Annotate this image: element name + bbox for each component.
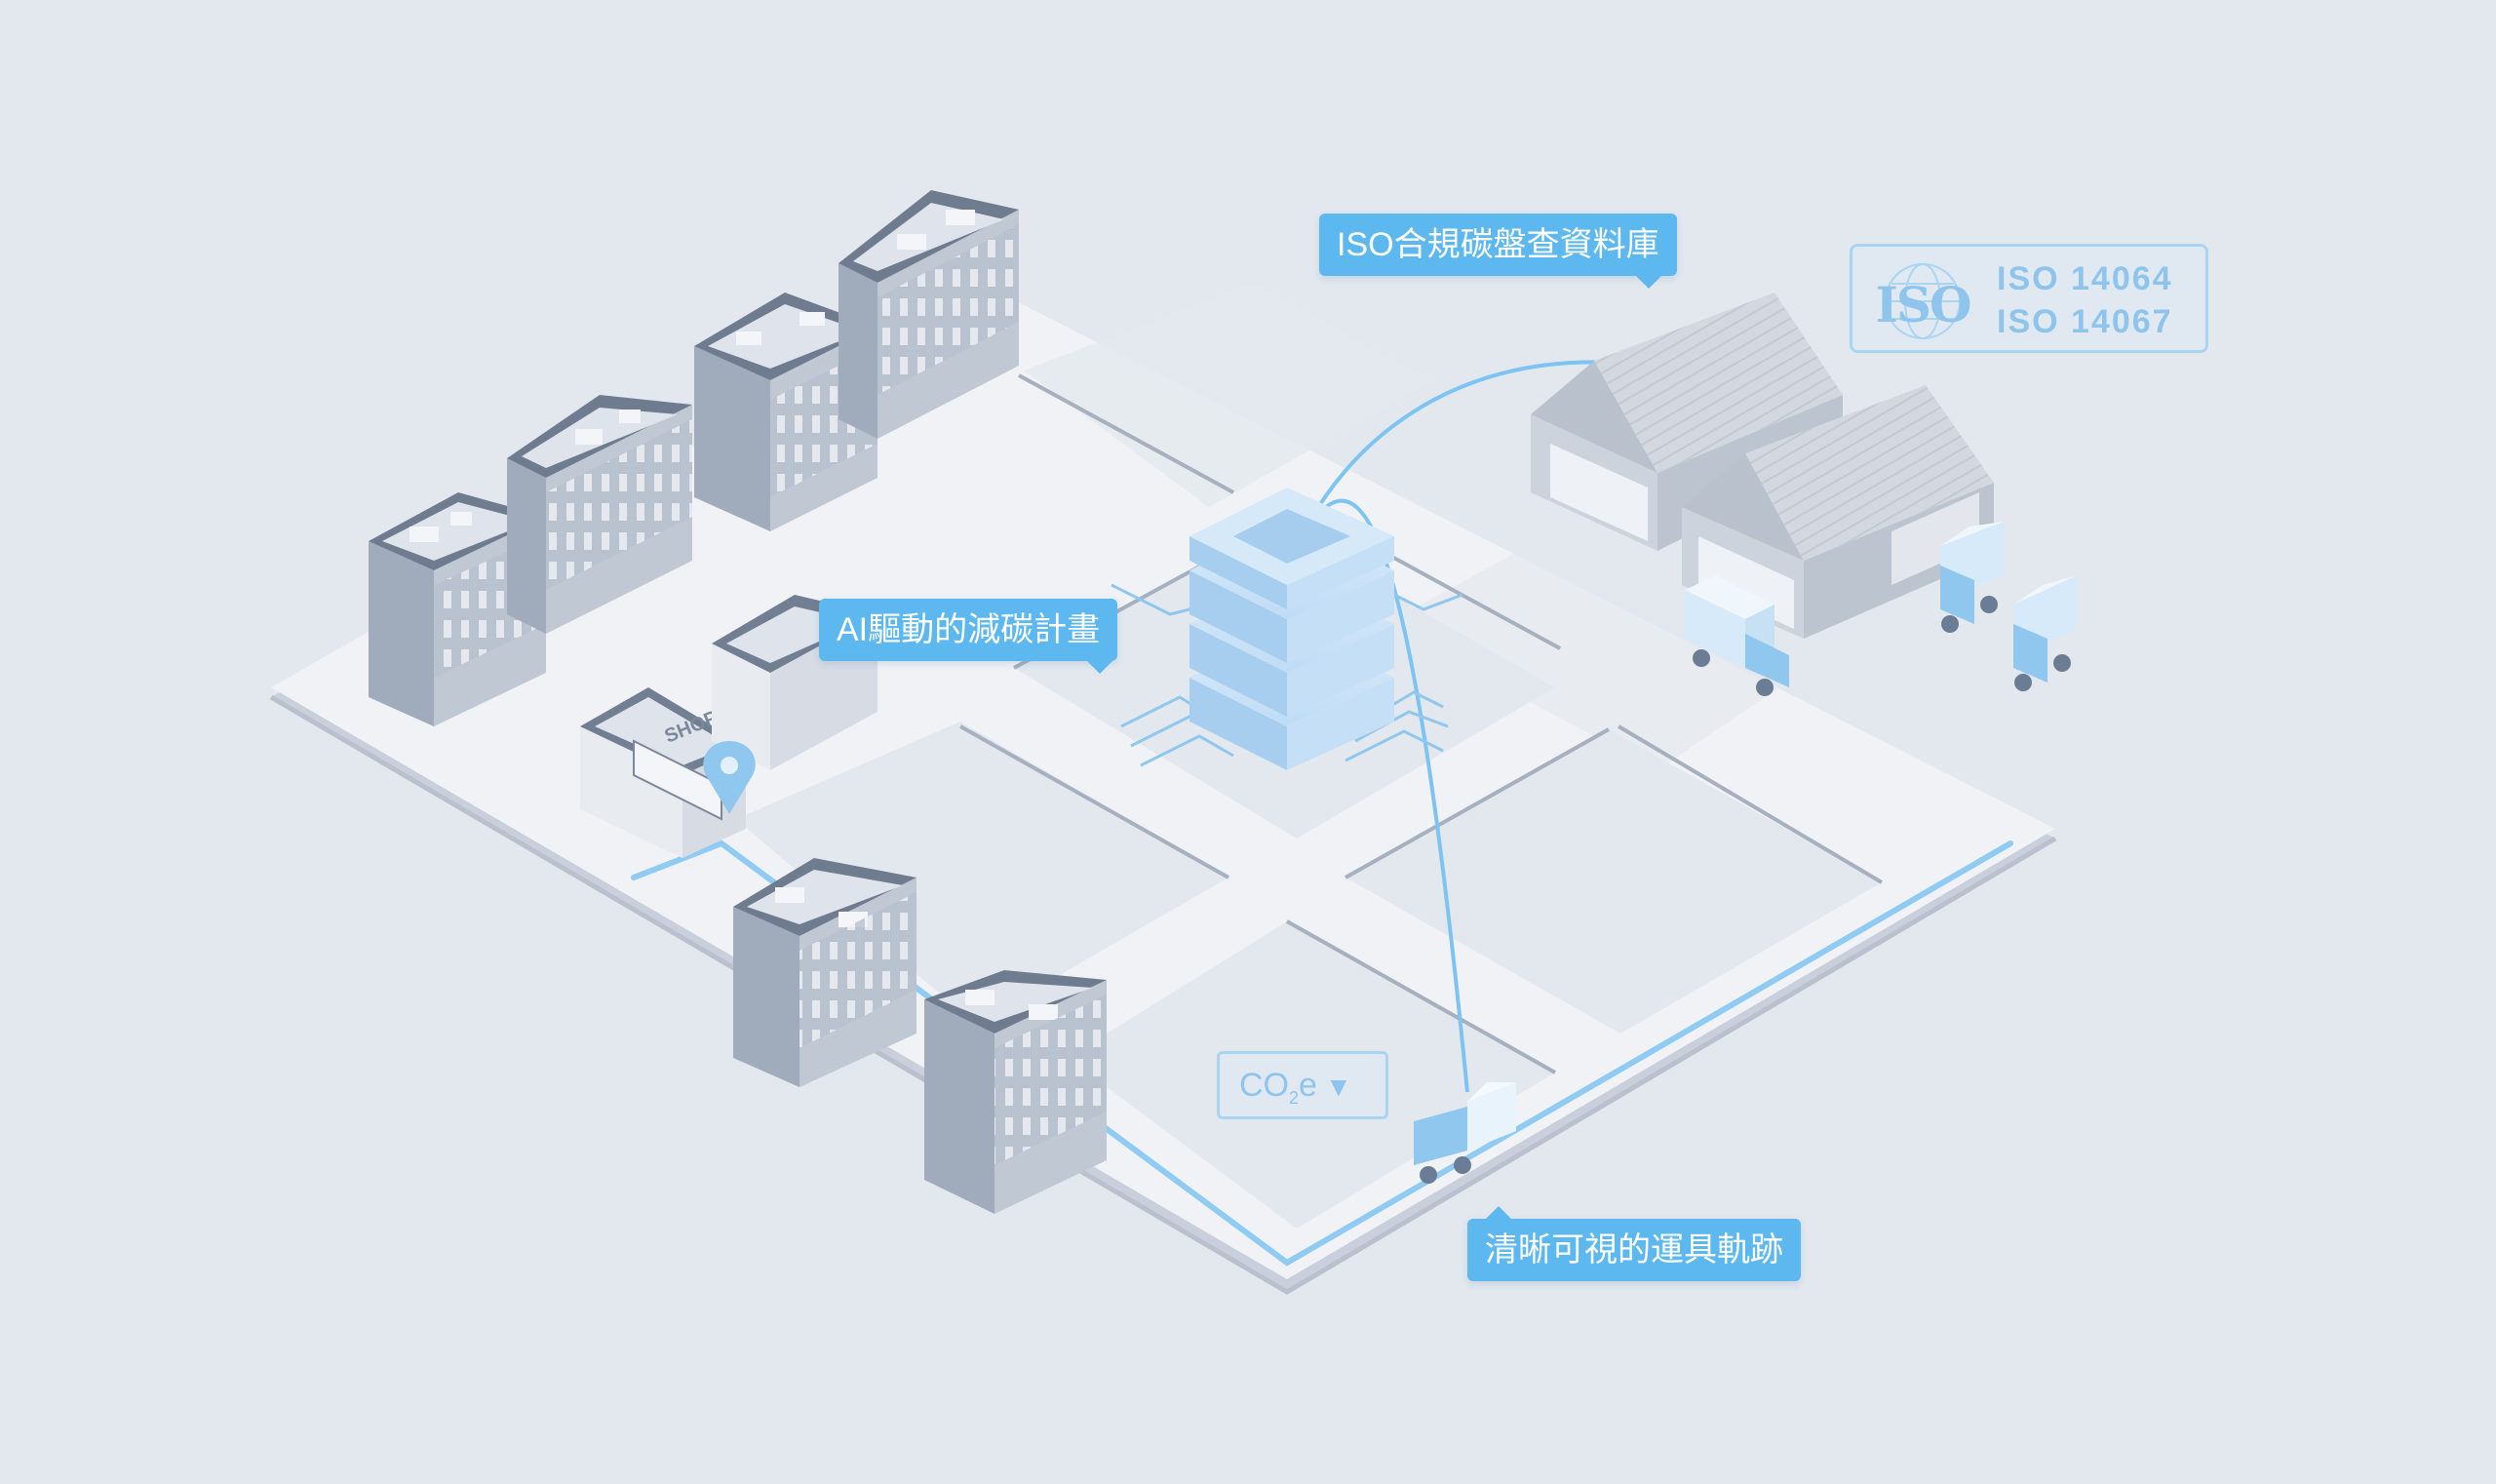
truck-icon-2 (1940, 522, 2004, 633)
office-building-5 (733, 858, 916, 1087)
globe-icon (1885, 263, 1961, 339)
office-building-6 (924, 970, 1107, 1214)
co2e-label-sub: 2 (1289, 1088, 1300, 1108)
truck-icon-1 (1685, 575, 1789, 696)
office-building-2 (507, 395, 692, 634)
office-building-4 (838, 190, 1019, 439)
shop-building: SHOP (580, 687, 746, 858)
truck-icon-route (1414, 1082, 1516, 1184)
vehicle-tracking-callout: 清晰可視的運具軌跡 (1467, 1206, 1801, 1281)
iso-logo-text: ISO (1875, 276, 1971, 333)
ai-plan-callout: AI驅動的減碳計畫 (819, 599, 1118, 674)
iso-standard-14064: ISO 14064 (1997, 260, 2173, 297)
iso-standard-14067: ISO 14067 (1997, 303, 2173, 340)
truck-icon-3 (2013, 575, 2077, 691)
co2e-reduction-badge: CO2e▼ (1217, 1051, 1388, 1119)
office-building-3 (694, 293, 878, 531)
co2e-label-main: CO (1239, 1067, 1289, 1104)
iso-standards-badge: ISO ISO 14064 ISO 14067 (1850, 244, 2208, 353)
iso-globe-logo: ISO (1872, 260, 1973, 342)
location-pin-icon (703, 741, 756, 814)
co2e-label-tail: e (1299, 1067, 1317, 1104)
down-arrow-icon: ▼ (1324, 1072, 1352, 1102)
server-stack-icon (1190, 488, 1394, 770)
iso-database-callout: ISO合規碳盤查資料庫 (1319, 214, 1677, 289)
